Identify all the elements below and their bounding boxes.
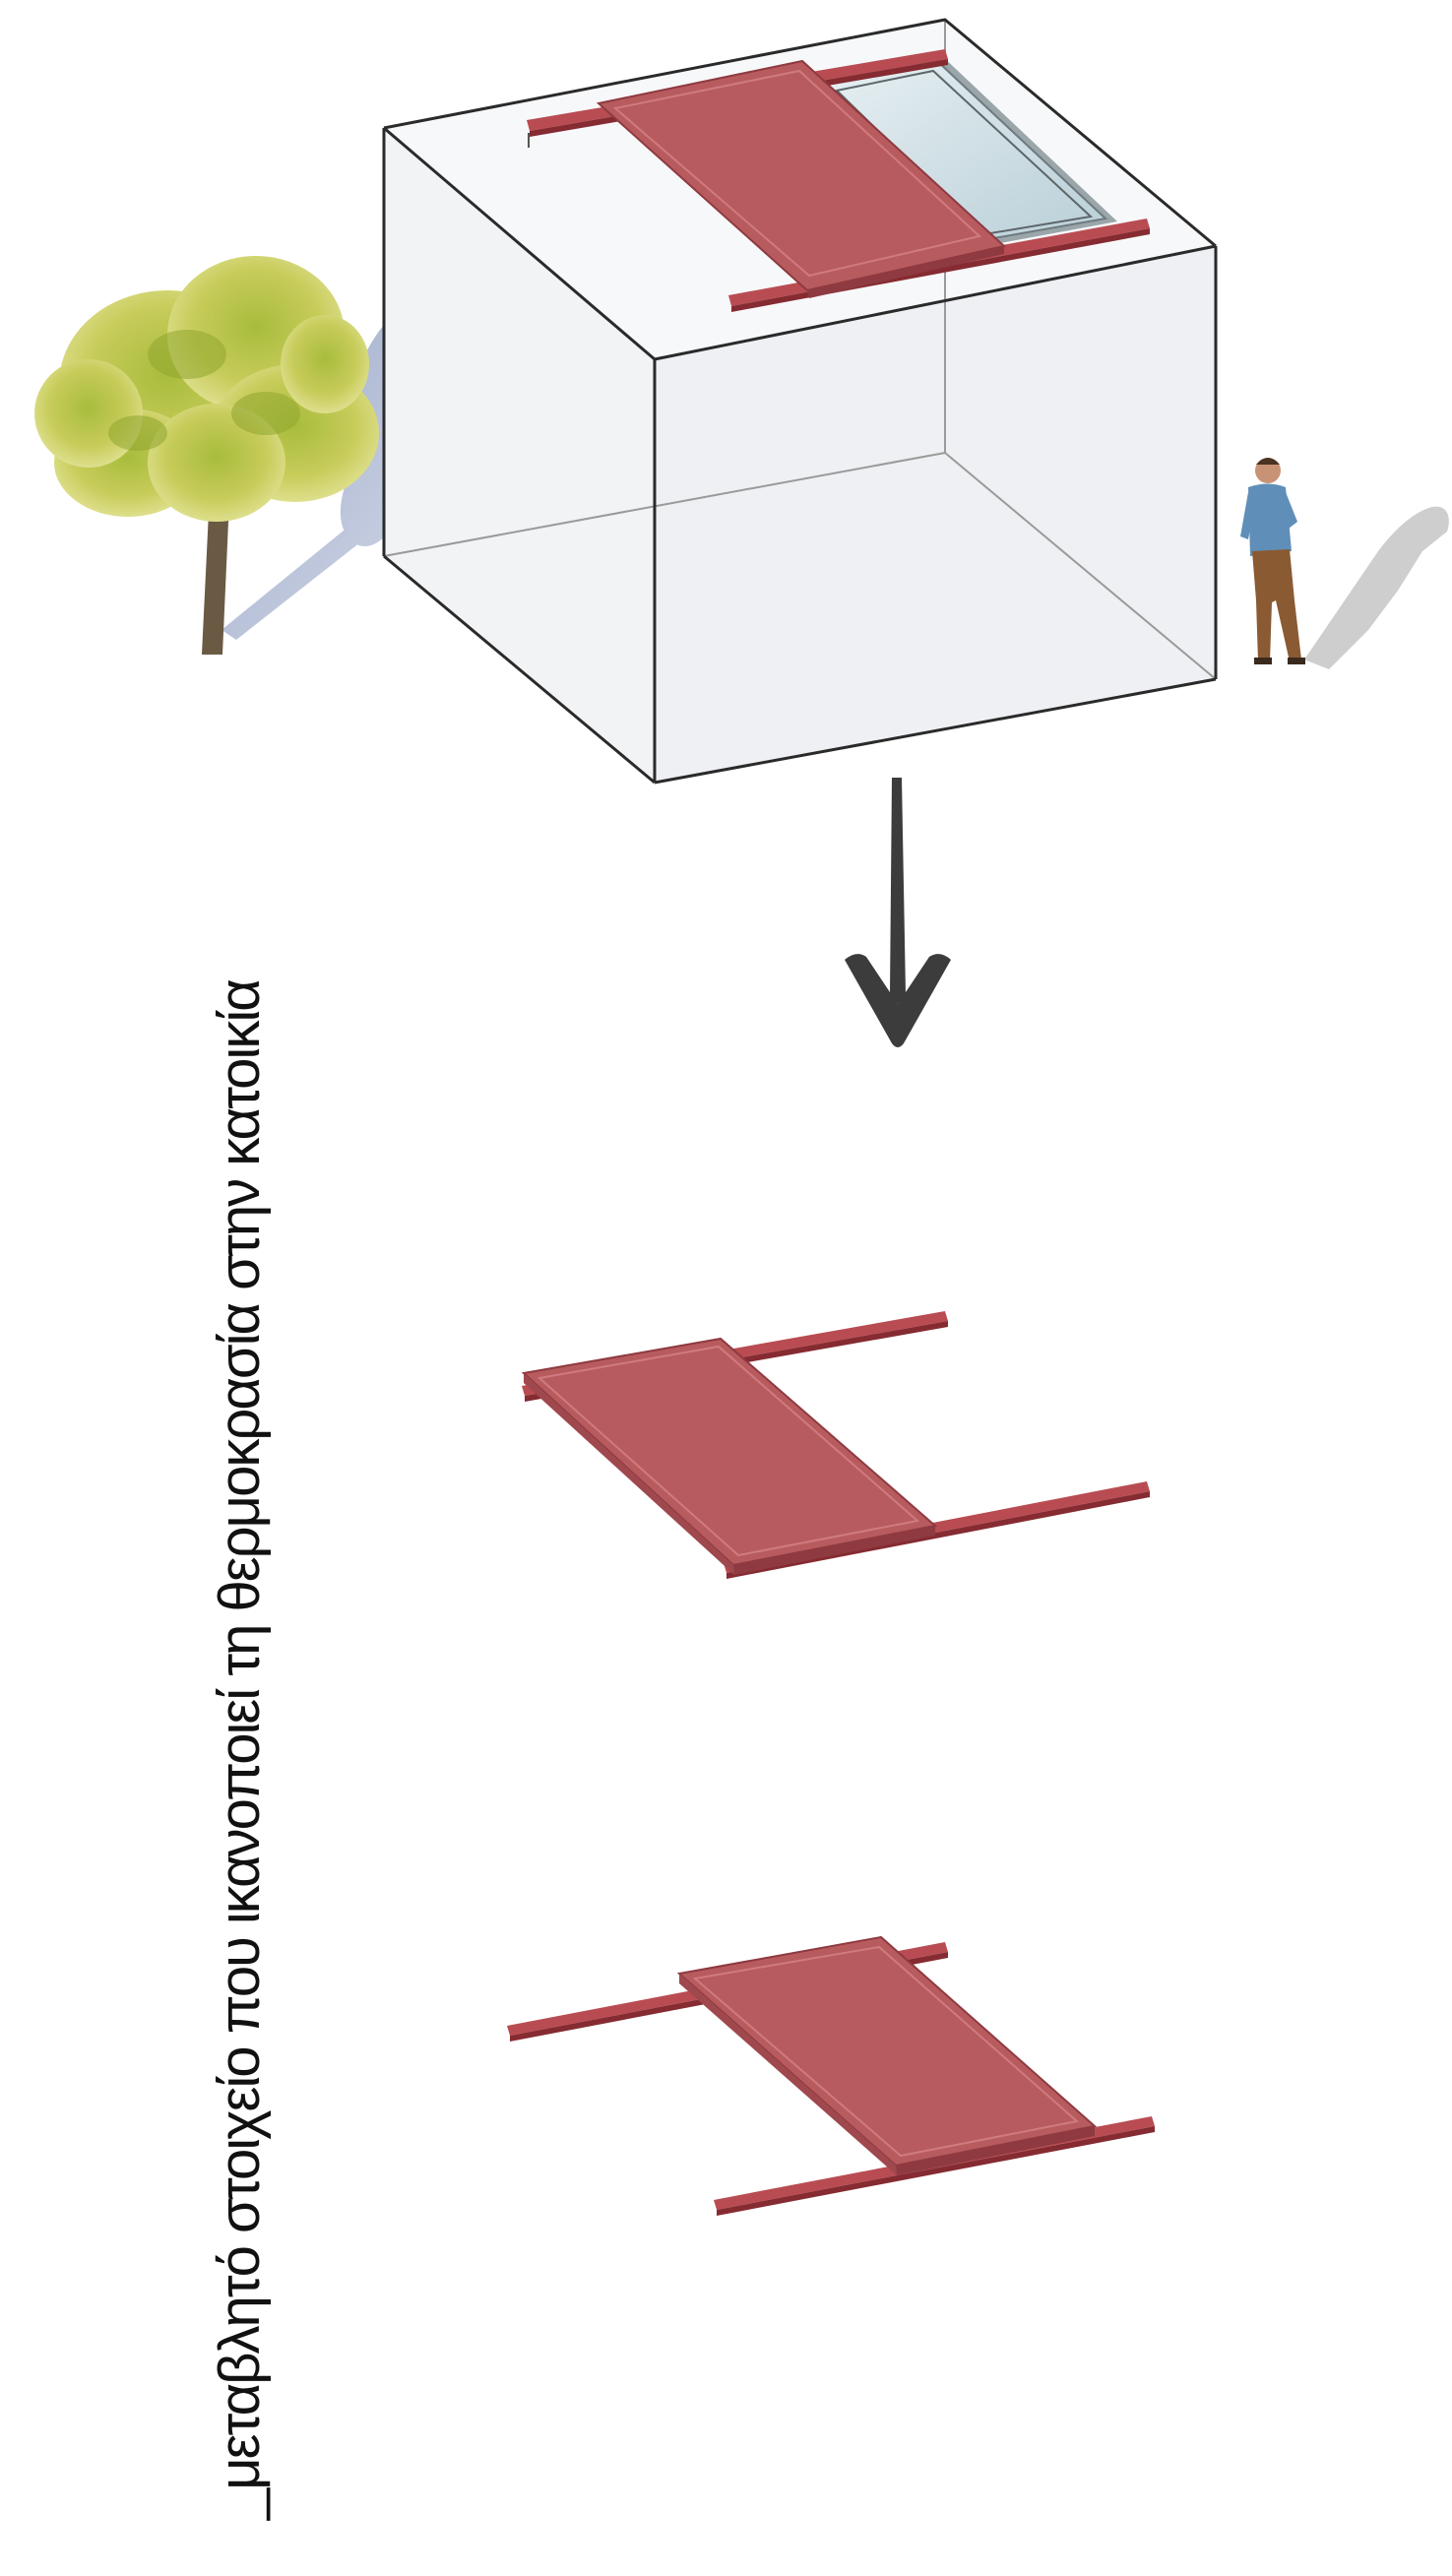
box-right-face [655,246,1216,783]
person-shadow [1304,506,1449,669]
glass-box [382,18,1218,785]
tree-foliage [34,256,379,522]
sliding-element-state-1 [521,1311,1150,1579]
down-arrow-icon [845,778,951,1047]
sliding-panel [521,1337,938,1575]
sliding-panel [676,1935,1098,2175]
vertical-caption: _μεταβλητό στοιχείο που ικανοποιεί τη θε… [208,980,272,2520]
roof-sliding-panel [596,59,1007,298]
sliding-element-state-2 [507,1935,1155,2216]
box-left-face [384,128,655,783]
person-icon [1240,458,1449,669]
tree-icon [34,256,468,655]
